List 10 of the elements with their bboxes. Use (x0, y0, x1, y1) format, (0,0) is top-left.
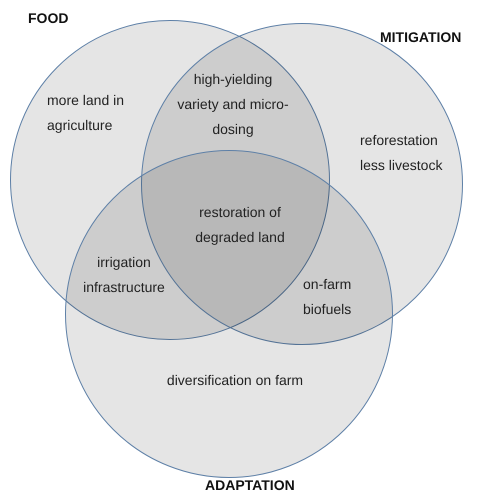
region-label: restoration of degraded land (194, 203, 286, 247)
region-label: reforestation less livestock (360, 131, 444, 175)
category-heading: ADAPTATION (205, 477, 295, 493)
region-label: irrigation infrastructure (82, 253, 166, 297)
region-label: on-farm biofuels (303, 275, 352, 319)
region-label: diversification on farm (166, 371, 304, 390)
category-heading: FOOD (28, 10, 68, 26)
category-heading: MITIGATION (380, 29, 462, 45)
region-label: high-yielding variety and micro-dosing (176, 70, 290, 139)
region-label: more land in agriculture (47, 91, 126, 135)
